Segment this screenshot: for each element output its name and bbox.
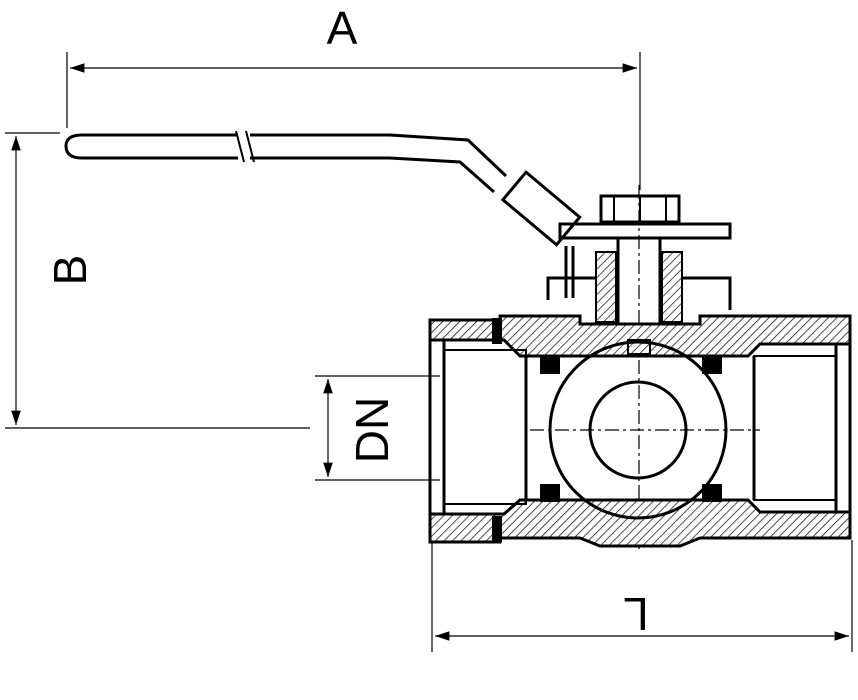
valve-stem [546, 185, 732, 550]
dimension-dn: DN [315, 375, 440, 481]
dimension-b-label: B [44, 255, 96, 286]
valve-ball [530, 339, 760, 520]
dimension-dn-label: DN [346, 397, 398, 463]
handle-lever [64, 130, 582, 298]
valve-body [428, 314, 852, 548]
dimension-a-label: A [327, 2, 358, 54]
dimension-a: A [66, 2, 641, 190]
dimension-b: B [5, 132, 310, 429]
dimension-l-label: L [623, 588, 649, 640]
dimension-l: L [431, 540, 853, 652]
